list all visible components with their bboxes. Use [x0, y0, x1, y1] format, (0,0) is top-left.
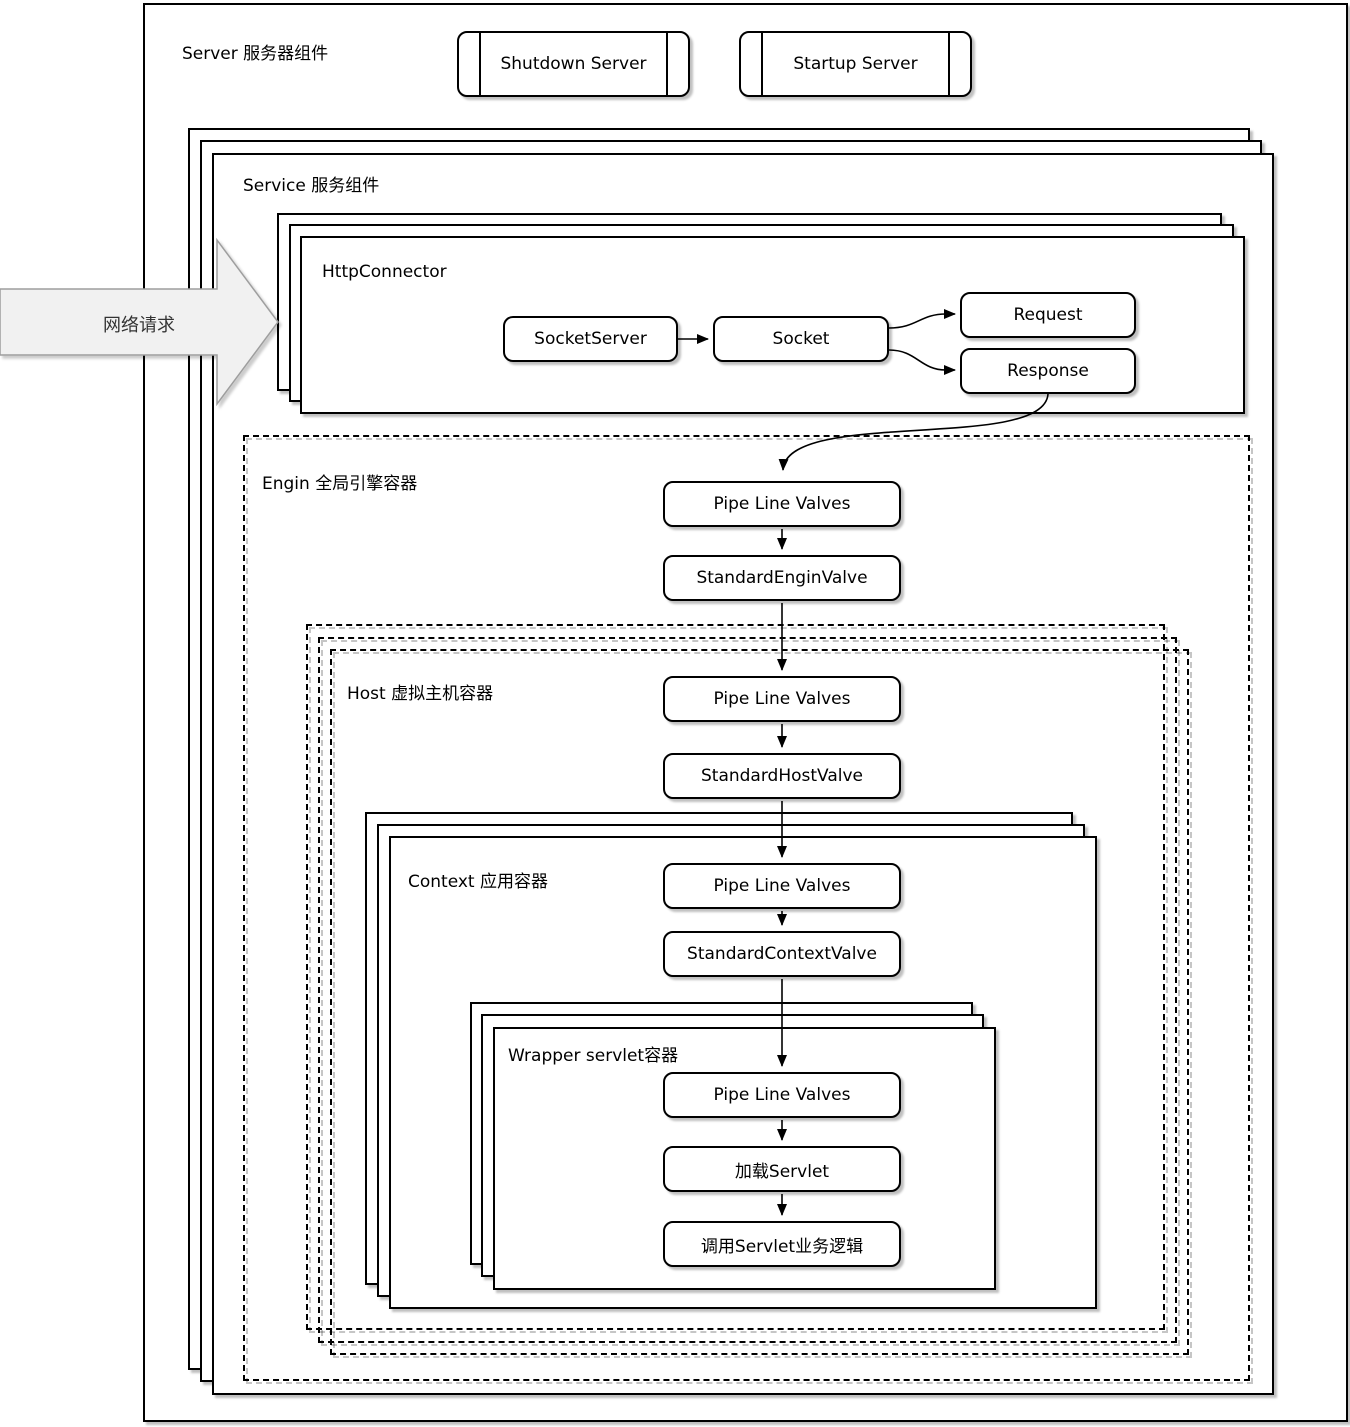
engine-valve-box: StandardEnginValve — [663, 555, 901, 601]
shutdown-left-bar — [479, 33, 481, 95]
startup-right-bar — [948, 33, 950, 95]
socket-box: Socket — [713, 316, 889, 362]
startup-server-label: Startup Server — [793, 54, 918, 74]
host-layer-front-shadow — [333, 652, 1192, 1358]
socketserver-box: SocketServer — [503, 316, 678, 362]
host-layer-back — [306, 624, 1165, 1330]
host-layer-middle — [318, 637, 1177, 1343]
host-layer-back-shadow — [309, 627, 1168, 1333]
wrapper-pipeline-box: Pipe Line Valves — [663, 1072, 901, 1118]
shutdown-server-label: Shutdown Server — [500, 54, 647, 74]
context-valve-box: StandardContextValve — [663, 931, 901, 977]
network-request-label: 网络请求 — [103, 315, 175, 336]
host-pipeline-box: Pipe Line Valves — [663, 676, 901, 722]
request-box: Request — [960, 292, 1136, 338]
service-label: Service 服务组件 — [243, 176, 380, 196]
server-label: Server 服务器组件 — [182, 44, 329, 64]
host-valve-box: StandardHostValve — [663, 753, 901, 799]
httpconnector-label: HttpConnector — [322, 262, 447, 282]
host-layer-middle-shadow — [321, 640, 1180, 1346]
wrapper-invoke-servlet-box: 调用Servlet业务逻辑 — [663, 1221, 901, 1267]
response-box: Response — [960, 348, 1136, 394]
host-layer-front — [330, 649, 1189, 1355]
shutdown-server-shape: Shutdown Server — [457, 31, 690, 97]
host-label: Host 虚拟主机容器 — [347, 684, 494, 704]
engine-container-shadow — [246, 438, 1253, 1384]
shutdown-right-bar — [666, 33, 668, 95]
wrapper-load-servlet-box: 加载Servlet — [663, 1146, 901, 1192]
engine-container-box — [243, 435, 1250, 1381]
context-pipeline-box: Pipe Line Valves — [663, 863, 901, 909]
wrapper-label: Wrapper servlet容器 — [508, 1046, 679, 1066]
engine-label: Engin 全局引擎容器 — [262, 474, 418, 494]
context-label: Context 应用容器 — [408, 872, 549, 892]
startup-server-shape: Startup Server — [739, 31, 972, 97]
engine-pipeline-box: Pipe Line Valves — [663, 481, 901, 527]
startup-left-bar — [761, 33, 763, 95]
